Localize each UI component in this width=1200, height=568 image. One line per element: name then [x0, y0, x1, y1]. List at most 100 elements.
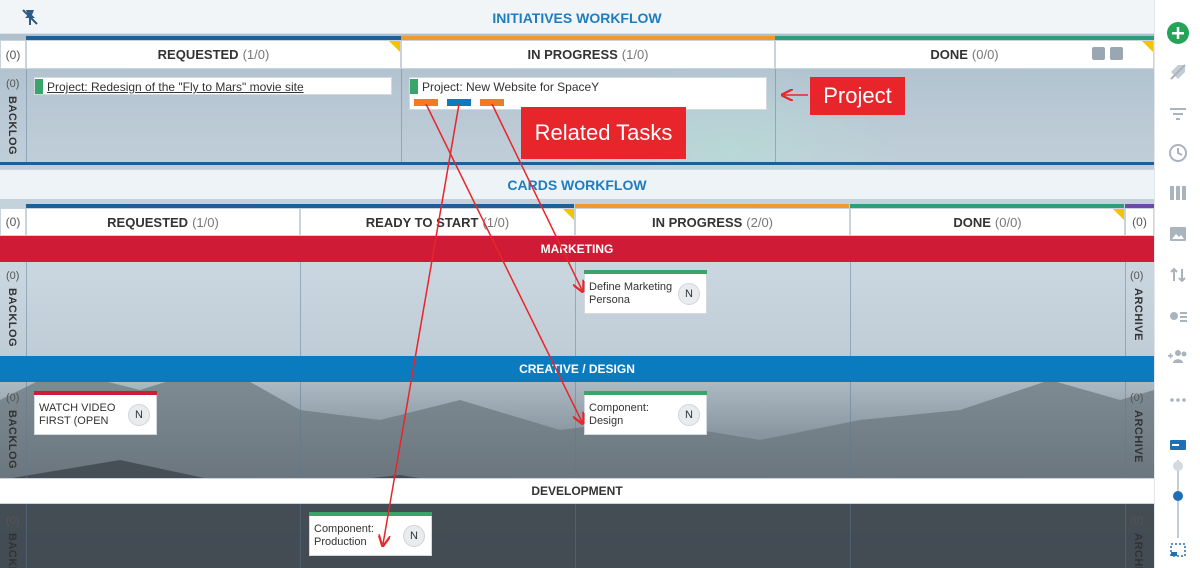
user-list-icon[interactable] [1168, 306, 1188, 326]
column-name: READY TO START [365, 214, 479, 230]
column-count: (1/0) [621, 47, 649, 62]
collapse-icon[interactable] [1092, 47, 1105, 60]
card-title[interactable]: Project: Redesign of the "Fly to Mars" m… [47, 80, 304, 94]
card-title-line: FIRST (OPEN [39, 415, 109, 427]
card-title-line: WATCH VIDEO [39, 402, 116, 414]
column-divider [1125, 236, 1126, 568]
cards-workflow-title: CARDS WORKFLOW [0, 169, 1154, 199]
card-color-stripe [35, 79, 43, 94]
add-icon[interactable] [1167, 22, 1189, 44]
card-size-icon[interactable] [1168, 435, 1188, 455]
done-color-bar [850, 204, 1124, 208]
zoom-slider-handle[interactable] [1173, 491, 1183, 501]
card-watch-video[interactable]: WATCH VIDEO FIRST (OPEN N [34, 391, 157, 435]
card-color-bar [34, 391, 157, 395]
card-define-marketing-persona[interactable]: Define Marketing Persona N [584, 270, 707, 314]
avatar[interactable]: N [128, 404, 150, 426]
avatar[interactable]: N [678, 404, 700, 426]
search-icon[interactable] [1110, 47, 1123, 60]
in-progress-color-bar [401, 36, 775, 40]
cards-right-count: (0) [1125, 208, 1154, 236]
card-text: WATCH VIDEO FIRST (OPEN [39, 402, 115, 428]
in-progress-color-bar [575, 204, 849, 208]
column-count: (0/0) [994, 214, 1022, 230]
lane-backlog-count: (0) [6, 392, 20, 404]
card-text: Define Marketing Persona [589, 281, 672, 307]
cards-left-count: (0) [0, 208, 26, 236]
card-title-line: Design [589, 415, 624, 427]
related-task-marker[interactable] [480, 99, 504, 106]
initiative-card-fly-to-mars[interactable]: Project: Redesign of the "Fly to Mars" m… [34, 77, 392, 95]
card-color-bar [584, 391, 707, 395]
card-column-done[interactable]: DONE (0/0) [850, 208, 1125, 236]
card-column-requested[interactable]: REQUESTED (1/0) [26, 208, 300, 236]
column-name: IN PROGRESS [651, 214, 743, 230]
unpin-icon[interactable] [20, 8, 40, 26]
lane-creative-design[interactable]: CREATIVE / DESIGN [0, 356, 1154, 382]
project-callout: Project [810, 77, 905, 115]
card-column-in-progress[interactable]: IN PROGRESS (2/0) [575, 208, 850, 236]
zoom-slider-stop[interactable] [1173, 461, 1183, 471]
card-title-line: Production [314, 536, 367, 548]
card-color-bar [309, 512, 432, 516]
filter-icon[interactable] [1168, 104, 1188, 124]
column-count: (1/0) [482, 214, 510, 230]
column-divider [300, 236, 301, 568]
add-users-icon[interactable] [1168, 346, 1188, 366]
lane-archive-count: (0) [1130, 515, 1144, 527]
avatar[interactable]: N [678, 283, 700, 305]
avatar[interactable]: N [403, 525, 425, 547]
card-title[interactable]: Project: New Website for SpaceY [422, 80, 600, 94]
image-icon[interactable] [1168, 224, 1188, 244]
wip-flag-icon [1142, 41, 1153, 52]
initiatives-header: INITIATIVES WORKFLOW [0, 0, 1154, 34]
lane-backlog-count: (0) [6, 270, 20, 282]
column-name: REQUESTED [157, 47, 239, 62]
select-area-icon[interactable] [1168, 540, 1188, 560]
initiative-card-spacey[interactable]: Project: New Website for SpaceY [409, 77, 767, 110]
sort-icon[interactable] [1168, 265, 1188, 285]
column-name: DONE [953, 214, 991, 230]
lane-archive-label: ARCHIVE [1132, 288, 1144, 342]
card-color-bar [584, 270, 707, 274]
card-text: Component: Production [314, 523, 374, 549]
lane-archive-count: (0) [1130, 392, 1144, 404]
column-name: REQUESTED [107, 214, 189, 230]
lane-archive-label: ARCHIVE [1132, 533, 1144, 568]
lane-marketing[interactable]: MARKETING [0, 236, 1154, 262]
initiative-column-in-progress[interactable]: IN PROGRESS (1/0) [401, 40, 775, 69]
lane-backlog-label: BACKLOG [6, 410, 18, 470]
related-task-marker[interactable] [447, 99, 471, 106]
lane-backlog-label: BACKLOG [6, 288, 18, 348]
wip-flag-icon [389, 41, 400, 52]
column-divider [26, 69, 27, 165]
card-component-production[interactable]: Component: Production N [309, 512, 432, 556]
column-count: (2/0) [746, 214, 774, 230]
column-name: IN PROGRESS [527, 47, 618, 62]
more-options-icon[interactable] [1168, 390, 1188, 410]
related-task-marker[interactable] [414, 99, 438, 106]
initiatives-workflow-title: INITIATIVES WORKFLOW [492, 10, 662, 26]
mountain-scenery [0, 365, 1154, 568]
requested-color-bar [26, 36, 401, 40]
backlog-count: (0) [6, 78, 20, 90]
card-color-stripe [410, 79, 418, 94]
card-title-line: Define Marketing [589, 281, 673, 293]
right-toolbar [1154, 0, 1200, 568]
card-component-design[interactable]: Component: Design N [584, 391, 707, 435]
done-color-bar [775, 36, 1154, 40]
lane-archive-count: (0) [1130, 270, 1144, 282]
hide-tags-icon[interactable] [1168, 62, 1188, 82]
card-text: Component: Design [589, 402, 649, 428]
wip-flag-icon [563, 209, 574, 220]
column-name: DONE [930, 47, 968, 62]
requested-color-bar [26, 204, 574, 208]
column-divider [26, 236, 27, 568]
lane-development[interactable]: DEVELOPMENT [0, 478, 1154, 504]
initiative-column-done[interactable]: DONE (0/0) [775, 40, 1154, 69]
board-view-icon[interactable] [1168, 183, 1188, 203]
clock-icon[interactable] [1168, 143, 1188, 163]
card-column-ready-to-start[interactable]: READY TO START (1/0) [300, 208, 575, 236]
initiative-column-requested[interactable]: REQUESTED (1/0) [26, 40, 401, 69]
lane-backlog-label: BACKLOG [6, 533, 18, 568]
